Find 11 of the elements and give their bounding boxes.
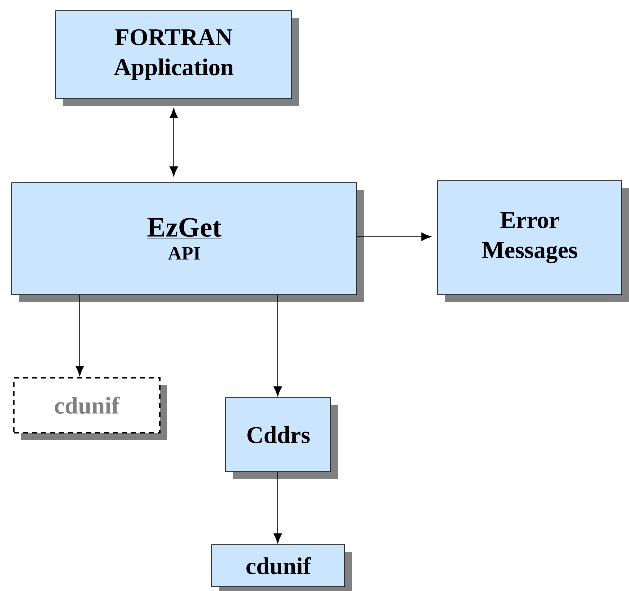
arrow — [274, 294, 282, 396]
arrow — [76, 294, 84, 376]
process-box: FORTRAN Application — [56, 10, 299, 106]
process-box: cdunif — [212, 544, 352, 591]
arrow — [357, 232, 432, 242]
process-box: Cddrs — [226, 398, 338, 479]
arrow — [170, 108, 178, 176]
process-box: EzGet API — [12, 182, 364, 302]
arrow — [274, 472, 282, 544]
dashed-box: cdunif — [13, 377, 167, 440]
process-box: Error Messages — [438, 180, 629, 302]
